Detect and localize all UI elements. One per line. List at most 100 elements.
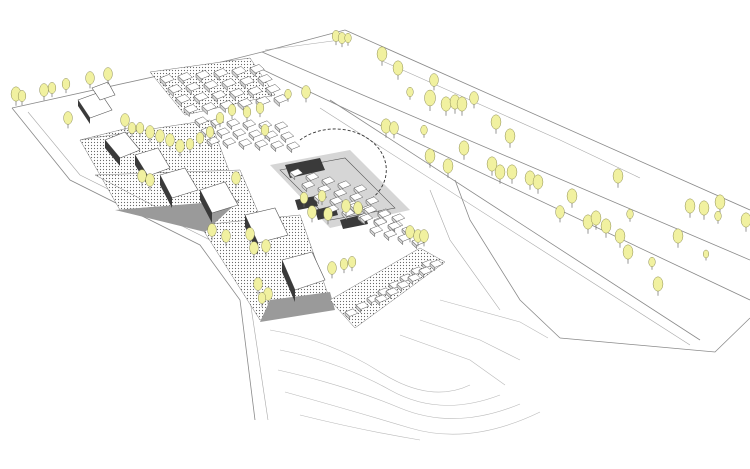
- tree-icon: [714, 210, 722, 224]
- tree-icon: [135, 122, 145, 138]
- tree-icon: [626, 208, 634, 222]
- tree-icon: [440, 96, 452, 116]
- tree-icon: [221, 229, 231, 247]
- tree-icon: [327, 261, 337, 279]
- house-icon: [247, 86, 263, 100]
- tree-icon: [137, 169, 147, 187]
- house-icon: [280, 131, 295, 144]
- tree-icon: [260, 124, 270, 140]
- tree-icon: [284, 88, 292, 102]
- house-icon: [248, 129, 263, 142]
- house-icon: [344, 308, 359, 321]
- tree-icon: [341, 199, 351, 217]
- tree-icon: [566, 188, 578, 208]
- house-icon: [185, 82, 201, 96]
- tree-icon: [469, 91, 479, 109]
- house-icon: [301, 180, 316, 193]
- house-icon: [175, 94, 191, 108]
- house-icon: [264, 130, 279, 143]
- house-icon: [270, 140, 285, 153]
- tree-icon: [380, 118, 392, 138]
- tree-icon: [652, 276, 664, 296]
- tree-icon: [389, 121, 399, 139]
- tree-icon: [195, 132, 205, 148]
- circular-path: [299, 128, 387, 201]
- tree-icon: [456, 96, 468, 116]
- house-icon: [396, 280, 411, 293]
- tree-icon: [127, 122, 137, 138]
- house-icon: [273, 94, 289, 108]
- house-icon: [418, 266, 433, 279]
- house-icon: [249, 64, 265, 78]
- house-icon: [213, 68, 229, 82]
- tree-icon: [458, 140, 470, 160]
- tree-icon: [347, 256, 357, 272]
- tree-icon: [532, 174, 544, 194]
- tree-icon: [392, 60, 404, 80]
- tree-icon: [614, 228, 626, 248]
- tree-icon: [215, 112, 225, 128]
- building-block-tower: [77, 81, 116, 124]
- tree-icon: [245, 227, 255, 245]
- house-icon: [232, 128, 247, 141]
- house-icon: [385, 287, 400, 300]
- tree-icon: [612, 168, 624, 188]
- tree-icon: [301, 85, 311, 103]
- tree-icon: [442, 158, 454, 178]
- house-icon: [242, 119, 257, 132]
- tree-icon: [165, 133, 175, 151]
- house-icon: [237, 98, 253, 112]
- tree-icon: [323, 207, 333, 225]
- house-icon: [226, 118, 241, 131]
- house-units: [159, 64, 444, 321]
- house-icon: [429, 259, 444, 272]
- tree-icon: [344, 32, 352, 46]
- house-icon: [221, 78, 237, 92]
- house-icon: [374, 294, 389, 307]
- building-block-c: [159, 167, 199, 208]
- tree-icon: [684, 198, 696, 218]
- tree-icon: [424, 148, 436, 168]
- building-block-f: [281, 251, 326, 302]
- tree-icon: [714, 194, 726, 214]
- tree-icon: [353, 201, 363, 219]
- tree-icon: [145, 173, 155, 191]
- tree-icon: [486, 156, 498, 176]
- tree-icon: [261, 239, 271, 257]
- house-icon: [341, 208, 356, 221]
- tree-icon: [207, 223, 217, 241]
- tree-icon: [175, 139, 185, 157]
- house-icon: [222, 137, 237, 150]
- house-icon: [231, 66, 247, 80]
- house-icon: [239, 76, 255, 90]
- tree-icon: [63, 111, 73, 129]
- building-block-a: [104, 131, 141, 166]
- house-icon: [359, 213, 374, 226]
- tree-icon: [257, 292, 267, 308]
- tree-icon: [317, 190, 327, 206]
- house-icon: [337, 180, 352, 193]
- tree-icon: [47, 82, 57, 98]
- tree-icon: [424, 89, 436, 111]
- tree-icon: [17, 90, 27, 106]
- house-icon: [206, 136, 221, 149]
- tree-icon: [419, 229, 429, 247]
- house-icon: [289, 168, 304, 181]
- tree-icon: [672, 228, 684, 248]
- tree-icon: [339, 258, 349, 274]
- house-icon: [355, 301, 370, 314]
- tree-icon: [494, 164, 506, 184]
- tree-icon: [703, 249, 709, 261]
- tree-icon: [506, 164, 518, 184]
- house-icon: [274, 121, 289, 134]
- tree-icon: [555, 205, 565, 223]
- tree-icon: [205, 126, 215, 142]
- tree-icon: [524, 170, 536, 190]
- house-icon: [238, 138, 253, 151]
- house-icon: [383, 229, 398, 242]
- tree-icon: [120, 113, 130, 131]
- tree-icon: [85, 71, 95, 89]
- tree-icon: [253, 277, 263, 295]
- house-icon: [369, 225, 384, 238]
